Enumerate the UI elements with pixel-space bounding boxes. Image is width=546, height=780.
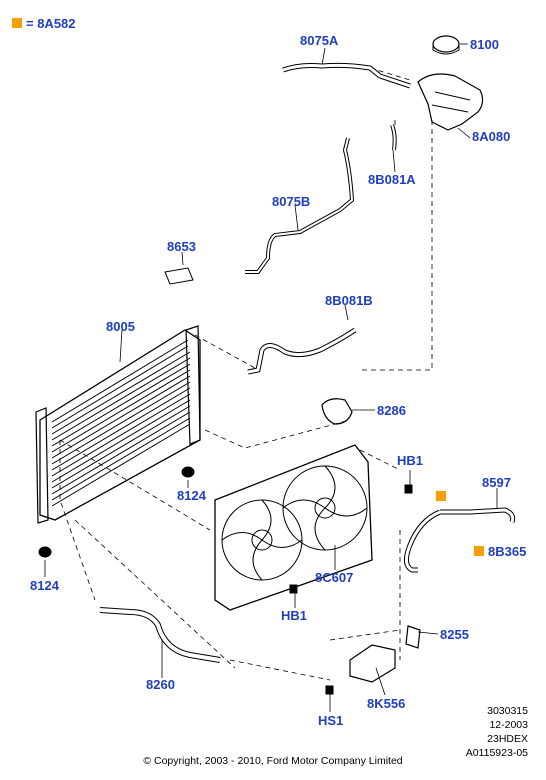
callout-8286[interactable]: 8286: [377, 403, 406, 418]
leader-8B081A: [392, 149, 396, 173]
hose-8075A: [282, 62, 411, 89]
radiator-body: [35, 325, 201, 524]
meta-line-3: 23HDEX: [487, 733, 528, 745]
valve-8K556: [349, 644, 396, 683]
callout-HS1[interactable]: HS1: [318, 713, 344, 728]
callout-8597[interactable]: 8597: [482, 475, 511, 490]
leader-8A080: [457, 127, 471, 139]
callout-8A080[interactable]: 8A080: [472, 129, 511, 144]
callout-8075B[interactable]: 8075B: [272, 194, 311, 209]
callout-8B081B[interactable]: 8B081B: [325, 293, 373, 308]
hose-8B081B: [247, 327, 357, 375]
meta-line-1: 3030315: [487, 705, 528, 717]
radiator-cap: [432, 35, 460, 53]
bolt-HB1b: [289, 584, 298, 594]
marker-8A582-8B365: [474, 546, 484, 556]
legend-marker: [12, 18, 22, 28]
leader-8075B: [294, 204, 299, 231]
callout-8100[interactable]: 8100: [470, 37, 499, 52]
callout-8B081A[interactable]: 8B081A: [368, 172, 416, 187]
callout-HB1-upper[interactable]: HB1: [397, 453, 424, 468]
leader-8653: [181, 251, 184, 266]
diagram-meta: 3030315 12-2003 23HDEX A0115923-05: [466, 704, 528, 760]
bolt-HS1: [325, 685, 334, 695]
bolt-HB1a: [404, 484, 413, 494]
meta-line-2: 12-2003: [489, 719, 528, 731]
leader-8K556: [375, 667, 386, 696]
callout-8075A[interactable]: 8075A: [300, 33, 339, 48]
tag-8653: [164, 267, 194, 285]
marker-8A582-hose: [436, 491, 446, 501]
meta-line-4: A0115923-05: [465, 747, 528, 759]
fan-assembly: [214, 444, 373, 611]
leader-8B081B: [344, 304, 349, 321]
grommet-upper: [181, 466, 195, 478]
callout-8124-upper[interactable]: 8124: [177, 488, 206, 503]
leader-8005: [119, 329, 123, 363]
grommet-lower: [38, 546, 52, 558]
callout-8005[interactable]: 8005: [106, 319, 135, 334]
leader-8255: [417, 631, 439, 635]
callout-8B365[interactable]: 8B365: [488, 544, 527, 559]
callout-HB1-lower[interactable]: HB1: [281, 608, 308, 623]
callout-8653[interactable]: 8653: [167, 239, 196, 254]
expansion-tank: [417, 73, 484, 131]
callout-8255[interactable]: 8255: [440, 627, 469, 642]
bracket-8255: [405, 625, 421, 649]
copyright-notice: © Copyright, 2003 - 2010, Ford Motor Com…: [143, 755, 403, 767]
callout-8260[interactable]: 8260: [146, 677, 175, 692]
leader-8075A: [321, 47, 326, 66]
legend-text: = 8A582: [26, 16, 76, 31]
callout-8K556[interactable]: 8K556: [367, 696, 406, 711]
housing-8286: [321, 398, 353, 425]
callout-8124-lower[interactable]: 8124: [30, 578, 59, 593]
hose-8597: [404, 507, 516, 573]
callout-8C607[interactable]: 8C607: [315, 570, 354, 585]
